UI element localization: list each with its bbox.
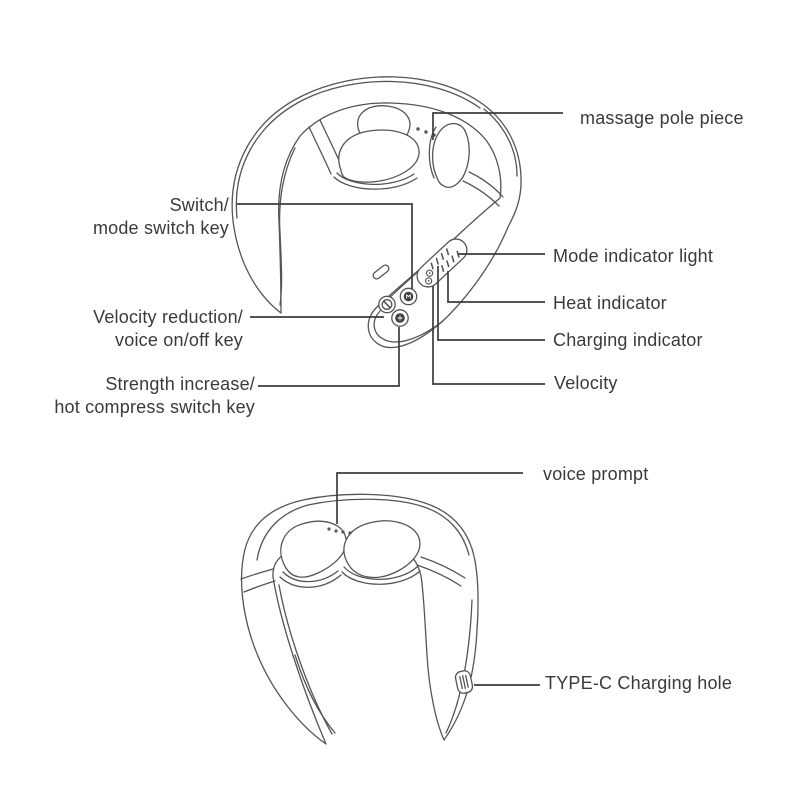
leader-massage-pole-piece xyxy=(433,113,563,140)
outer-edge-accent xyxy=(236,81,480,218)
arm-end-inner-outline xyxy=(374,311,443,342)
front-outer-accent xyxy=(257,499,469,560)
label-velocity-reduction-line1: Velocity reduction/ xyxy=(93,307,243,327)
strength-increase-button-icon xyxy=(398,316,402,320)
label-charging-indicator: Charging indicator xyxy=(553,330,703,350)
strength-increase-button xyxy=(392,310,408,326)
label-strength-increase: Strength increase/ hot compress switch k… xyxy=(54,373,255,419)
label-switch-mode: Switch/ mode switch key xyxy=(93,194,229,240)
label-massage-pole-piece: massage pole piece xyxy=(580,108,744,128)
brand-logo-icon xyxy=(421,269,438,286)
leader-lines xyxy=(237,113,563,685)
massage-pad-right-top-view xyxy=(429,124,469,188)
device-top-view xyxy=(232,77,521,348)
label-type-c: TYPE-C Charging hole xyxy=(545,673,733,693)
massage-pad-left-front-view xyxy=(280,521,346,587)
label-voice-prompt: voice prompt xyxy=(543,464,649,484)
leader-switch-mode xyxy=(237,204,412,289)
leader-velocity xyxy=(433,286,545,384)
outer-edge-accent-right xyxy=(484,109,517,176)
label-heat-indicator: Heat indicator xyxy=(553,293,667,313)
type-c-port-icon xyxy=(454,670,473,695)
voice-prompt-holes xyxy=(327,527,352,535)
indicator-strip xyxy=(413,234,472,291)
front-seam-right-2 xyxy=(421,557,465,578)
front-seam-left xyxy=(241,569,273,579)
mode-indicator-leds xyxy=(430,249,451,269)
band-seam-left xyxy=(309,127,331,174)
velocity-reduction-button xyxy=(379,296,395,312)
label-strength-increase-line2: hot compress switch key xyxy=(54,397,255,417)
front-seam-left-2 xyxy=(244,581,275,592)
label-velocity-reduction-line2: voice on/off key xyxy=(115,330,243,350)
front-seam-right xyxy=(417,565,461,586)
arm-slot xyxy=(372,264,390,281)
leader-strength-increase xyxy=(258,327,399,386)
leader-charging-indicator xyxy=(438,266,545,340)
band-seam-right xyxy=(463,181,499,206)
mode-switch-button xyxy=(400,288,416,304)
label-switch-mode-line1: Switch/ xyxy=(169,195,229,215)
band-seam-right-2 xyxy=(469,172,503,197)
label-mode-indicator: Mode indicator light xyxy=(553,246,714,266)
label-strength-increase-line1: Strength increase/ xyxy=(105,374,255,394)
velocity-reduction-button-icon xyxy=(384,302,390,308)
label-velocity: Velocity xyxy=(554,373,618,393)
leader-voice-prompt xyxy=(337,473,523,524)
label-velocity-reduction: Velocity reduction/ voice on/off key xyxy=(93,306,243,352)
label-switch-mode-line2: mode switch key xyxy=(92,218,229,238)
massage-pad-left-top-view xyxy=(334,106,419,189)
left-band-inner-line xyxy=(280,148,295,305)
device-front-view xyxy=(241,494,478,744)
leader-heat-indicator xyxy=(448,271,545,302)
massage-pad-right-front-view xyxy=(342,521,420,584)
left-arm-line-2 xyxy=(295,655,335,733)
mode-switch-button-icon xyxy=(407,295,411,298)
